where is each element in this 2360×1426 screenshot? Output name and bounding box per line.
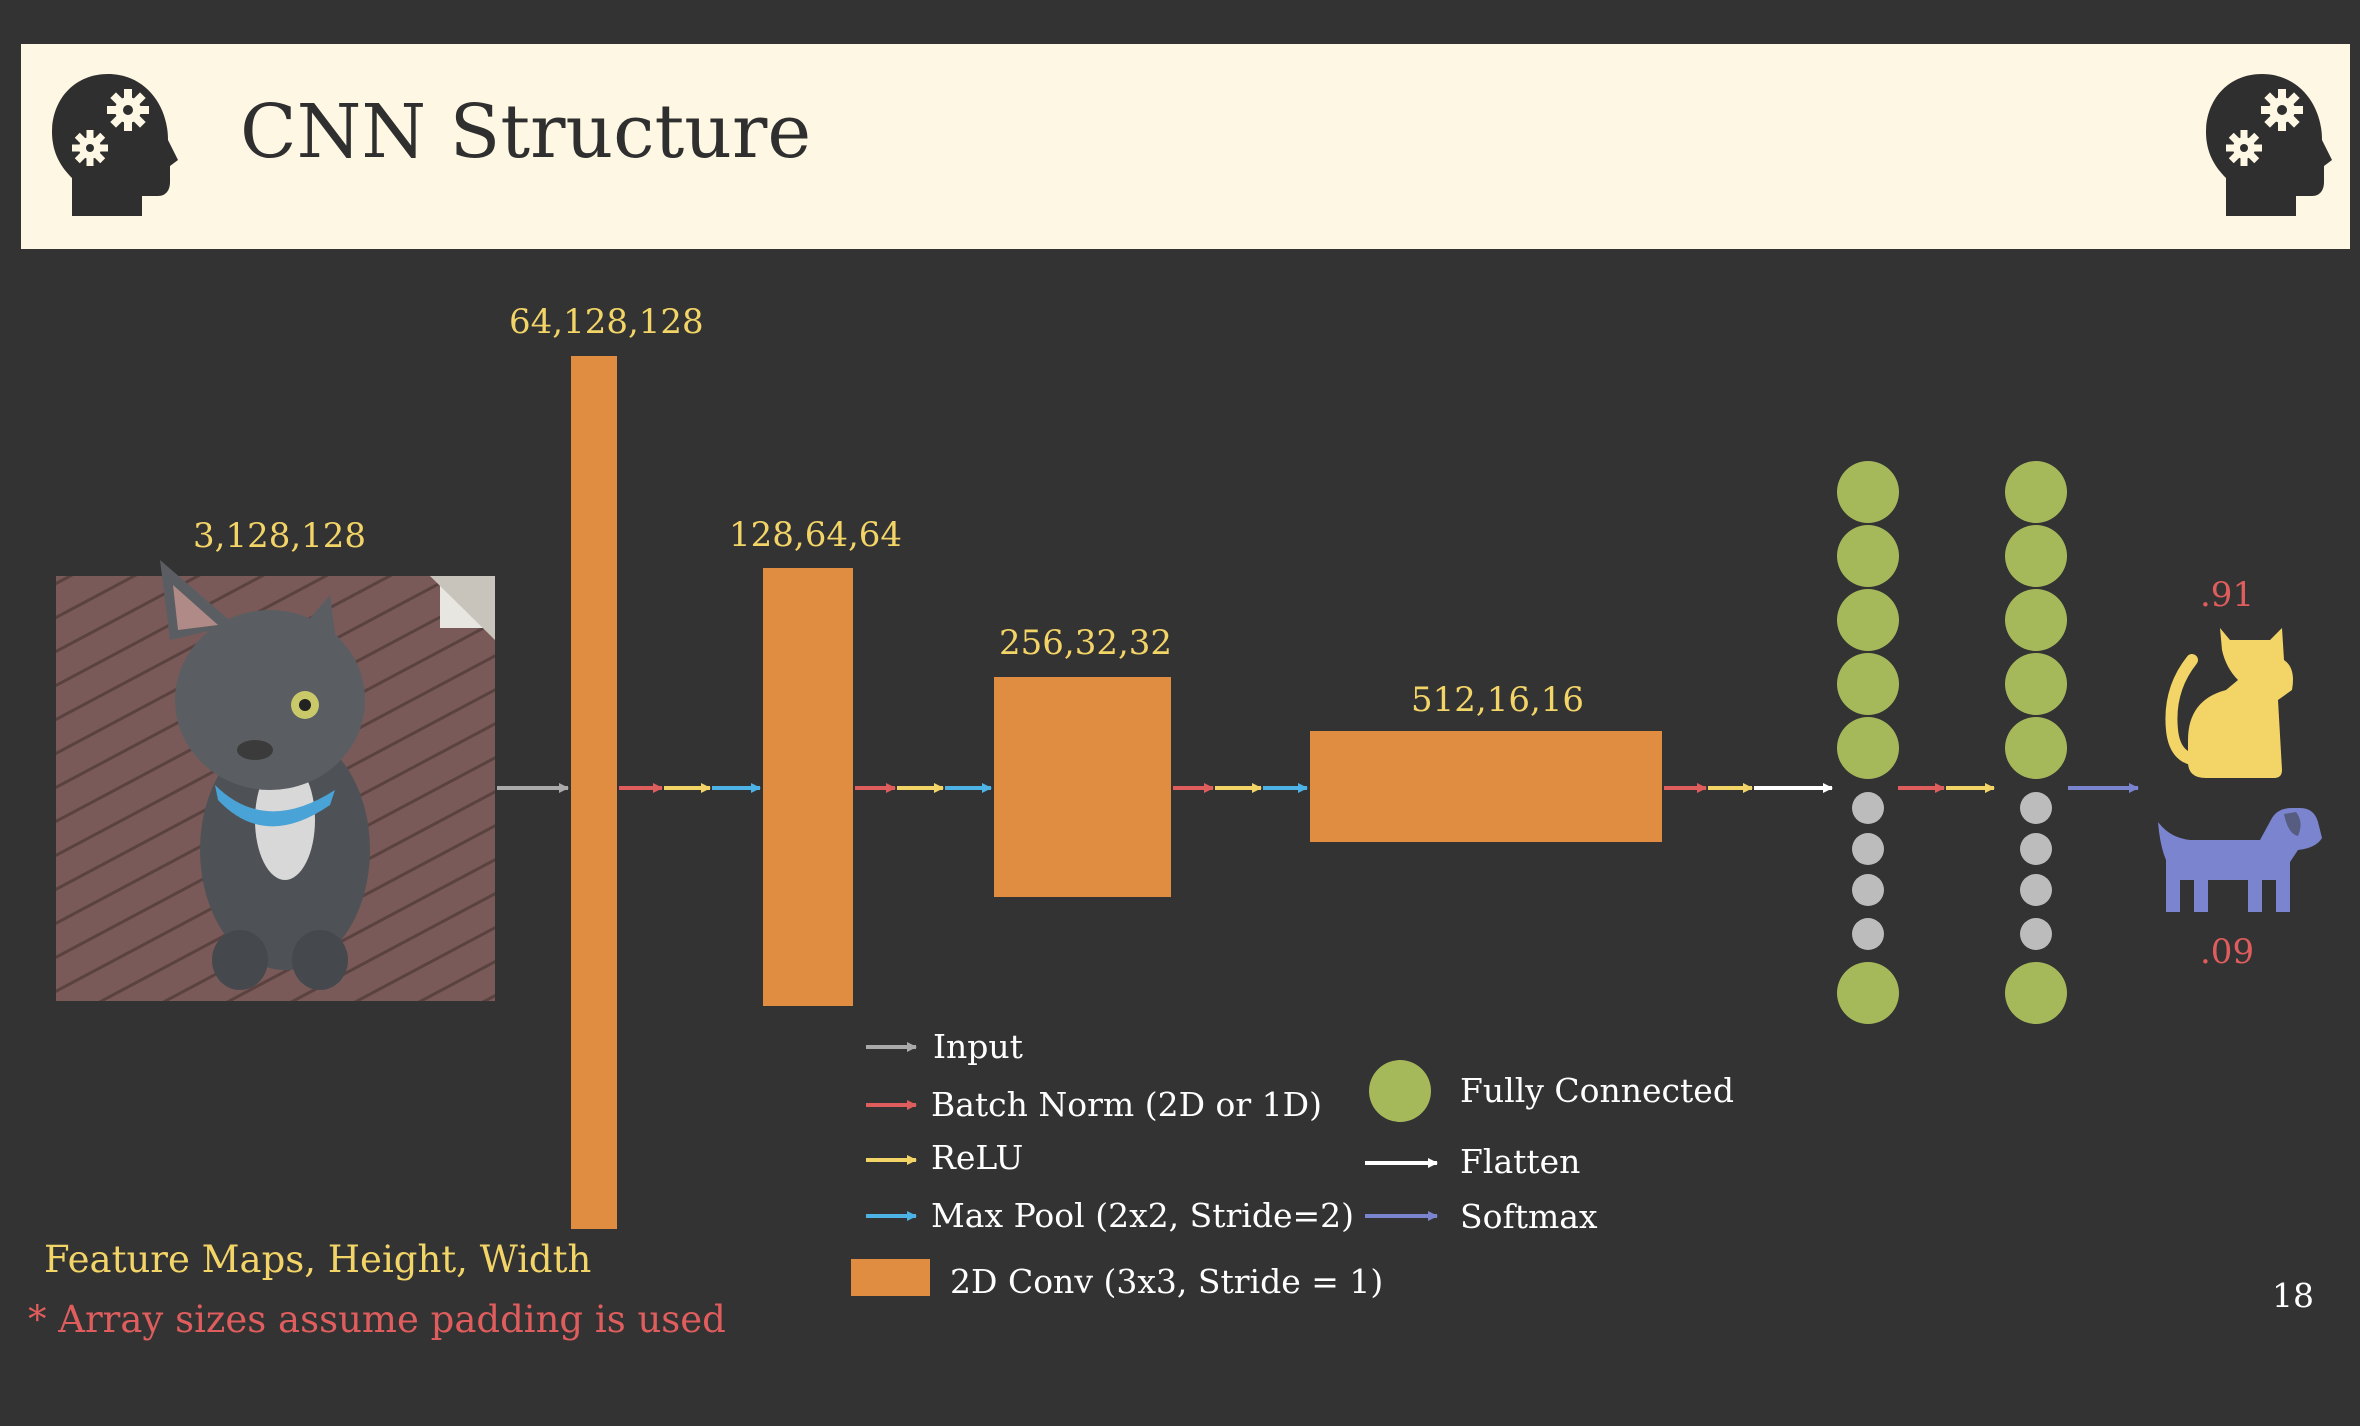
conv-block-1 [571,356,617,1229]
legend-flatten-label: Flatten [1460,1142,1581,1181]
legend [851,1042,1438,1296]
ellipsis-node [1852,792,1884,824]
fc-node [2005,461,2067,523]
conv4-dims-label: 512,16,16 [1411,680,1585,720]
legend-relu-label: ReLU [931,1138,1024,1177]
legend-conv-swatch [851,1259,930,1296]
legend-fc-node [1369,1060,1431,1122]
dog-probability: .09 [2200,932,2255,972]
legend-conv-label: 2D Conv (3x3, Stride = 1) [950,1262,1384,1301]
ellipsis-node [2020,918,2052,950]
legend-fc-label: Fully Connected [1460,1071,1734,1110]
ellipsis-node [2020,833,2052,865]
fc-node [1837,962,1899,1024]
conv3-dims-label: 256,32,32 [999,623,1173,663]
padding-note: * Array sizes assume padding is used [28,1298,726,1341]
ellipsis-node [2020,792,2052,824]
fc-layer-1 [1837,461,1899,1024]
fc-node [1837,461,1899,523]
dims-note: Feature Maps, Height, Width [44,1238,592,1281]
legend-batch-norm-label: Batch Norm (2D or 1D) [931,1085,1322,1124]
conv-block-4 [1310,731,1662,842]
cat-icon [2165,628,2293,778]
ellipsis-node [2020,874,2052,906]
kitten-photo [56,560,495,1001]
brain-gears-head-icon [52,74,178,216]
fc-node [1837,717,1899,779]
slide-title: CNN Structure [240,89,812,175]
fc-node [1837,525,1899,587]
fc-node [2005,962,2067,1024]
conv-block-3 [994,677,1171,897]
fc-node [2005,717,2067,779]
legend-max-pool-label: Max Pool (2x2, Stride=2) [931,1196,1355,1235]
cat-probability: .91 [2200,575,2255,615]
input-dims-label: 3,128,128 [193,516,367,556]
conv1-dims-label: 64,128,128 [509,302,704,342]
fc-node [2005,589,2067,651]
ellipsis-node [1852,833,1884,865]
fc-node [1837,589,1899,651]
legend-input-label: Input [933,1027,1023,1066]
brain-gears-head-icon [2206,74,2332,216]
ellipsis-node [1852,918,1884,950]
legend-softmax-label: Softmax [1460,1197,1598,1236]
slide-header [21,44,2350,249]
fc-node [2005,525,2067,587]
conv-block-2 [763,568,853,1006]
fc-node [2005,653,2067,715]
page-number: 18 [2272,1276,2314,1315]
ellipsis-node [1852,874,1884,906]
dog-icon [2158,808,2322,912]
conv2-dims-label: 128,64,64 [729,515,903,555]
fc-node [1837,653,1899,715]
fc-layer-2 [2005,461,2067,1024]
